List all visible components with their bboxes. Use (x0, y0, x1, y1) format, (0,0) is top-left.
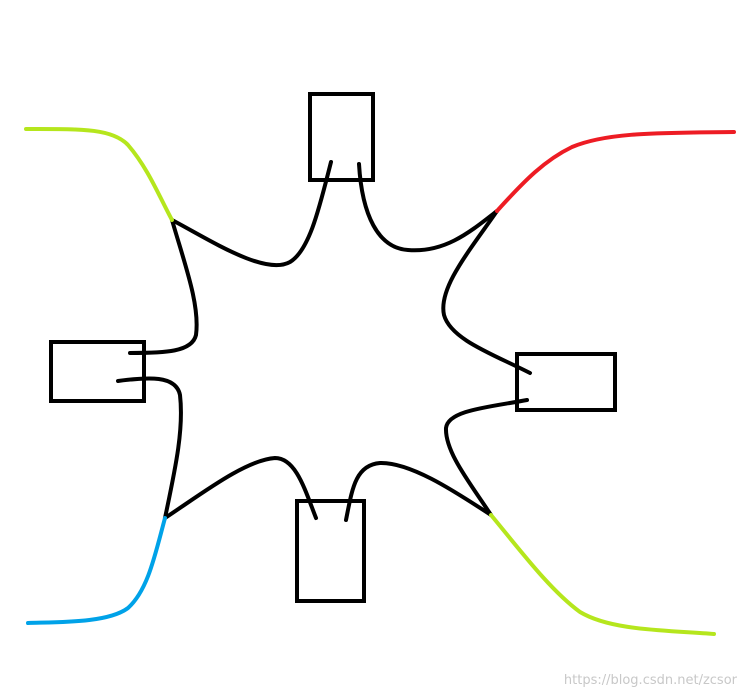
wire-left-lower-arc (116, 376, 183, 520)
lead-top-left (24, 126, 174, 222)
lead-bottom-right (489, 513, 716, 636)
wire-right-lower-arc (443, 398, 529, 517)
lead-top-right (495, 130, 736, 213)
lead-bottom-left (26, 516, 167, 625)
node-box-bottom (295, 499, 366, 603)
node-box-right (515, 352, 617, 412)
wire-left-upper-arc (128, 218, 199, 355)
wire-top-right-arc (357, 162, 499, 253)
wire-bottom-right-arc (344, 460, 493, 522)
wire-bottom-left-arc (163, 455, 318, 520)
watermark-text: https://blog.csdn.net/zcsor (564, 673, 738, 688)
wire-right-upper-arc (441, 209, 532, 375)
wire-top-left-arc (170, 160, 333, 268)
ring-wires (116, 160, 532, 522)
node-box-left (49, 340, 146, 403)
node-box-top (308, 92, 375, 182)
